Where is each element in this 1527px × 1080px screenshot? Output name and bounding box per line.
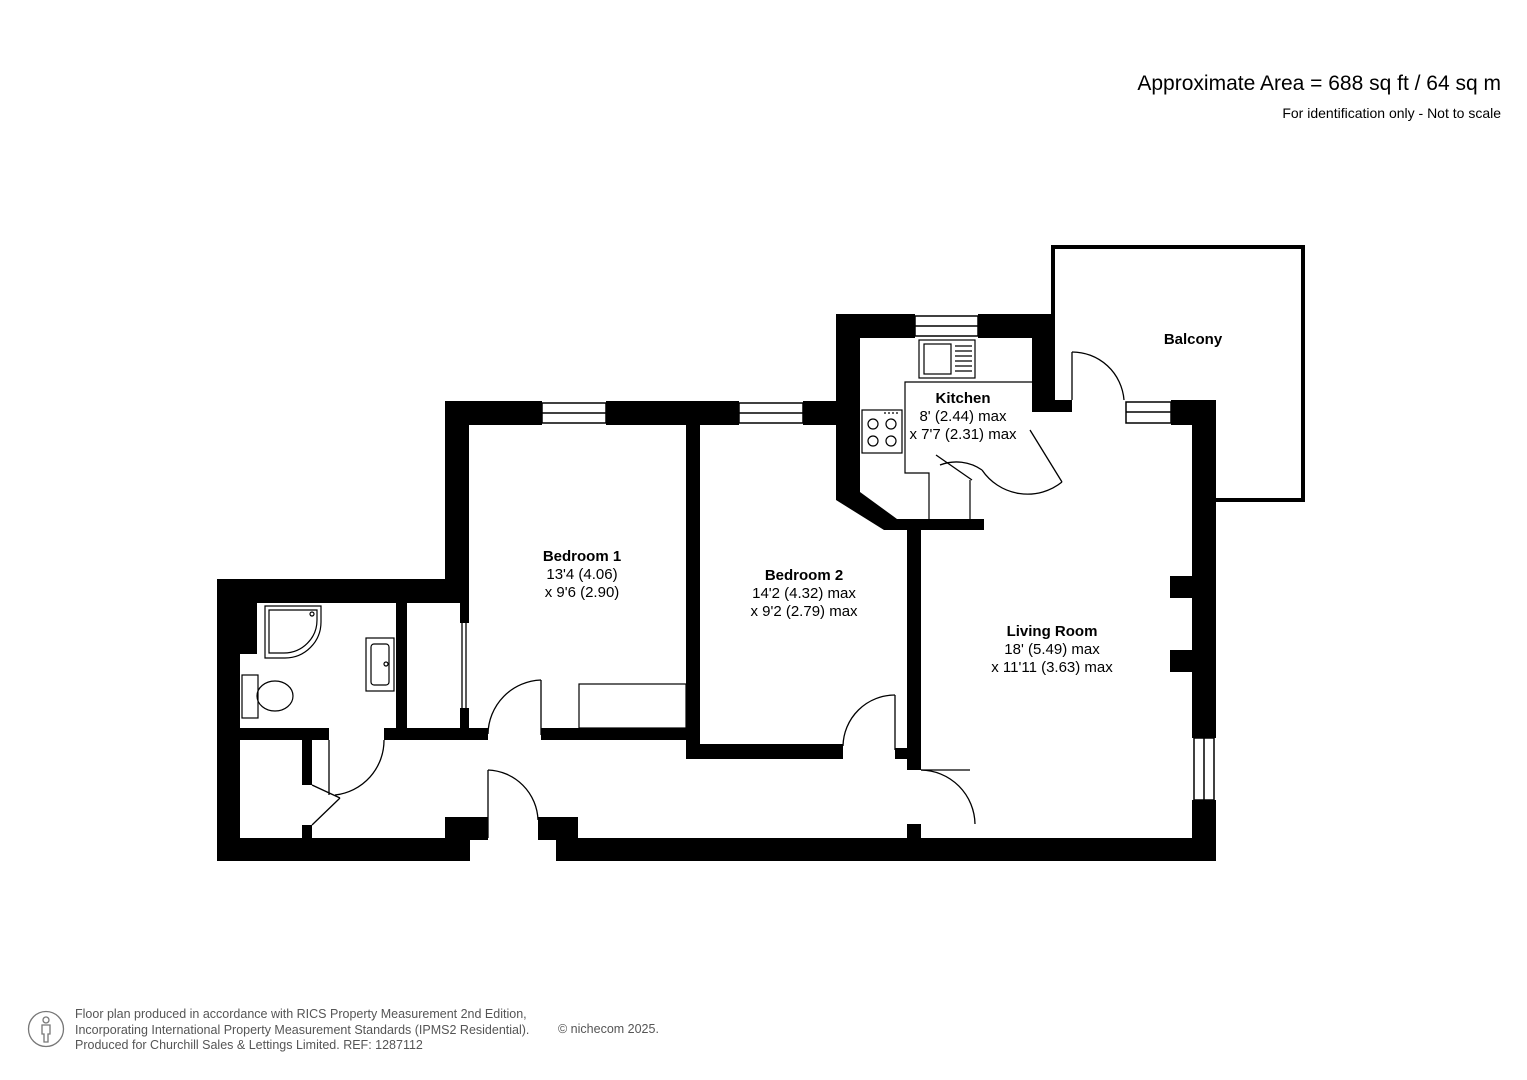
room-name: Bedroom 1 bbox=[542, 548, 622, 565]
copyright: © nichecom 2025. bbox=[558, 1022, 659, 1036]
room-dimension: x 9'6 (2.90) bbox=[544, 584, 620, 601]
room-balcony: Balcony bbox=[1164, 331, 1222, 349]
room-living-room: Living Room 18' (5.49) max x 11'11 (3.63… bbox=[991, 623, 1113, 677]
room-dimension: x 11'11 (3.63) max bbox=[991, 659, 1113, 676]
shower-icon bbox=[264, 605, 322, 659]
room-kitchen: Kitchen 8' (2.44) max x 7'7 (2.31) max bbox=[909, 390, 1016, 444]
walls bbox=[217, 314, 1216, 861]
approximate-area: Approximate Area = 688 sq ft / 64 sq m bbox=[1137, 72, 1501, 95]
room-name: Balcony bbox=[1163, 331, 1223, 348]
doors bbox=[311, 351, 1125, 838]
room-name: Living Room bbox=[1006, 623, 1098, 640]
footer-line: Incorporating International Property Mea… bbox=[75, 1022, 530, 1037]
balcony-outline bbox=[1051, 245, 1305, 502]
footer-text: Floor plan produced in accordance with R… bbox=[75, 1007, 529, 1054]
room-name: Kitchen bbox=[935, 390, 991, 407]
room-dimension: 13'4 (4.06) bbox=[546, 566, 618, 583]
room-dimension: 8' (2.44) max bbox=[919, 408, 1007, 425]
kitchen-worktop bbox=[904, 381, 1032, 519]
room-name: Bedroom 2 bbox=[764, 567, 844, 584]
person-icon bbox=[27, 1010, 65, 1048]
room-dimension: x 9'2 (2.79) max bbox=[750, 603, 858, 620]
room-bedroom-2: Bedroom 2 14'2 (4.32) max x 9'2 (2.79) m… bbox=[750, 567, 857, 621]
scale-note: For identification only - Not to scale bbox=[1282, 105, 1501, 121]
sink-icon bbox=[365, 637, 395, 692]
room-bedroom-1: Bedroom 1 13'4 (4.06) x 9'6 (2.90) bbox=[543, 548, 621, 602]
kitchen-sink-icon bbox=[918, 339, 976, 379]
windows bbox=[541, 315, 1215, 801]
hob-icon bbox=[861, 409, 903, 454]
toilet-icon bbox=[241, 674, 294, 719]
room-dimension: x 7'7 (2.31) max bbox=[909, 426, 1017, 443]
footer-line: Floor plan produced in accordance with R… bbox=[75, 1007, 527, 1021]
bedroom1-bed bbox=[578, 683, 687, 729]
room-dimension: 14'2 (4.32) max bbox=[752, 585, 856, 602]
room-dimension: 18' (5.49) max bbox=[1004, 641, 1100, 658]
footer-line: Produced for Churchill Sales & Lettings … bbox=[75, 1038, 423, 1052]
